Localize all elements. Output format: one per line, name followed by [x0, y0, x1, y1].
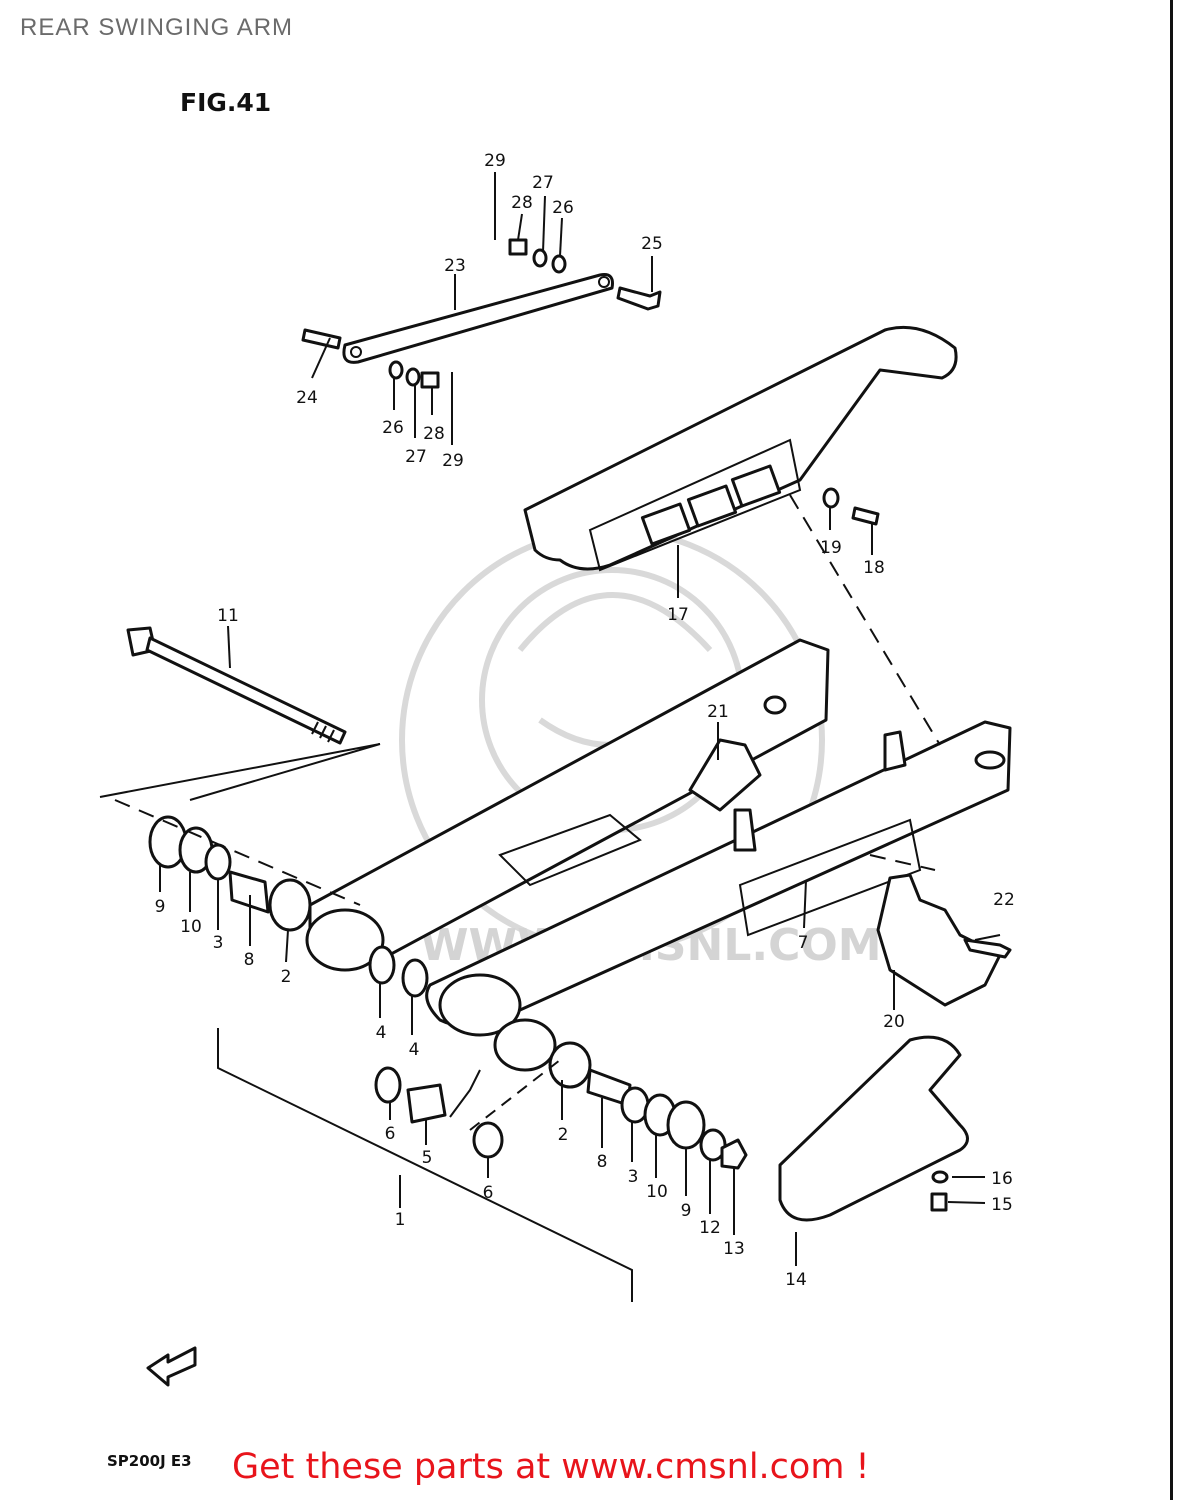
callout-9-right: 9 — [681, 1201, 692, 1221]
callout-6-first: 6 — [385, 1124, 396, 1144]
callout-5: 5 — [422, 1148, 433, 1168]
callout-4-second: 4 — [409, 1040, 420, 1060]
chain-guide — [876, 873, 1012, 1007]
callout-4-first: 4 — [376, 1023, 387, 1043]
callout-27-top: 27 — [532, 173, 554, 193]
callout-6-second: 6 — [483, 1183, 494, 1203]
swing-arm — [305, 638, 1012, 1072]
callout-3-right: 3 — [628, 1167, 639, 1187]
leader-lines — [99, 195, 1001, 1302]
chain-case — [523, 325, 958, 572]
callout-9-left: 9 — [155, 897, 166, 917]
callout-12: 12 — [699, 1218, 721, 1238]
callout-23: 23 — [444, 256, 466, 276]
page-edge-rule — [1170, 0, 1173, 1500]
callout-16: 16 — [991, 1169, 1013, 1189]
callout-8-left: 8 — [244, 950, 255, 970]
callout-13: 13 — [723, 1239, 745, 1259]
callout-19: 19 — [820, 538, 842, 558]
callout-27-bottom: 27 — [405, 447, 427, 467]
callout-2-right: 2 — [558, 1125, 569, 1145]
callout-29-top: 29 — [484, 151, 506, 171]
fwd-arrow-icon — [146, 1346, 197, 1387]
callout-10-left: 10 — [180, 917, 202, 937]
callout-17: 17 — [667, 605, 689, 625]
callout-7: 7 — [798, 933, 809, 953]
callout-26-top: 26 — [552, 198, 574, 218]
right-bearing-stack — [374, 1041, 748, 1170]
callout-22: 22 — [993, 890, 1015, 910]
page-title: REAR SWINGING ARM — [20, 14, 294, 41]
callout-29-bottom: 29 — [442, 451, 464, 471]
callout-28-bottom: 28 — [423, 424, 445, 444]
callout-8-right: 8 — [597, 1152, 608, 1172]
callout-25: 25 — [641, 234, 663, 254]
callout-numbers: 29 27 28 26 25 23 24 26 28 27 29 19 18 1… — [155, 151, 1015, 1290]
callout-20: 20 — [883, 1012, 905, 1032]
callout-21: 21 — [707, 702, 729, 722]
callout-24: 24 — [296, 388, 318, 408]
callout-28-top: 28 — [511, 193, 533, 213]
callout-1: 1 — [395, 1210, 406, 1230]
callout-3-left: 3 — [213, 933, 224, 953]
model-code: SP200J E3 — [107, 1452, 192, 1470]
callout-26-bottom: 26 — [382, 418, 404, 438]
callout-10-right: 10 — [646, 1182, 668, 1202]
callout-14: 14 — [785, 1270, 807, 1290]
torque-link-assembly — [301, 172, 662, 445]
callout-15: 15 — [991, 1195, 1013, 1215]
pivot-shaft — [126, 626, 347, 745]
callout-11: 11 — [217, 606, 239, 626]
chain-buffer — [778, 1035, 969, 1222]
figure-label: FIG.41 — [180, 88, 272, 117]
callout-18: 18 — [863, 558, 885, 578]
buy-parts-link[interactable]: Get these parts at www.cmsnl.com ! — [232, 1447, 870, 1487]
left-bearing-stack — [148, 815, 429, 998]
callout-2-left: 2 — [281, 967, 292, 987]
